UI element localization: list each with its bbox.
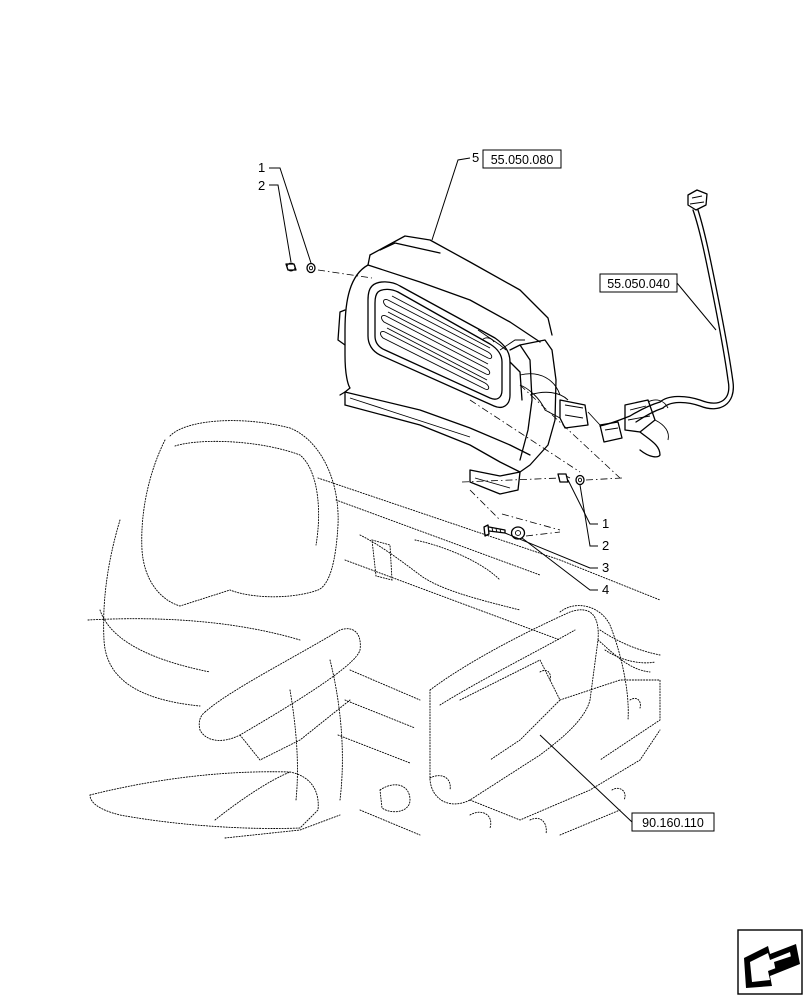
washer-large — [510, 526, 526, 540]
washer-top-left — [306, 262, 316, 274]
reference-55-050-040[interactable]: 55.050.040 — [599, 273, 678, 293]
washer-right — [575, 474, 585, 486]
screw-right — [557, 473, 571, 483]
callout-3: 3 — [602, 560, 609, 575]
callout-1-top: 1 — [258, 160, 265, 175]
callout-2-top: 2 — [258, 178, 265, 193]
leader-lines — [269, 157, 717, 823]
heater-unit — [337, 235, 589, 495]
callout-5: 5 — [472, 150, 479, 165]
assembly-centerlines — [317, 269, 623, 537]
reference-55-050-040-label: 55.050.040 — [607, 277, 670, 291]
reference-90-160-110-label: 90.160.110 — [642, 816, 704, 830]
reference-90-160-110[interactable]: 90.160.110 — [631, 812, 715, 832]
reference-55-050-080-label: 55.050.080 — [491, 153, 554, 167]
previous-page-arrow-icon[interactable] — [737, 929, 803, 995]
fasteners — [285, 262, 585, 540]
callout-numbers: 1 2 5 1 2 3 4 — [258, 150, 609, 597]
callout-2-right: 2 — [602, 538, 609, 553]
wire-harness — [587, 189, 734, 458]
callout-4: 4 — [602, 582, 609, 597]
cab-seat-context — [87, 420, 661, 839]
callout-1-right: 1 — [602, 516, 609, 531]
bolt — [483, 524, 506, 537]
reference-55-050-080[interactable]: 55.050.080 — [482, 149, 562, 169]
screw-top-left — [285, 262, 297, 272]
